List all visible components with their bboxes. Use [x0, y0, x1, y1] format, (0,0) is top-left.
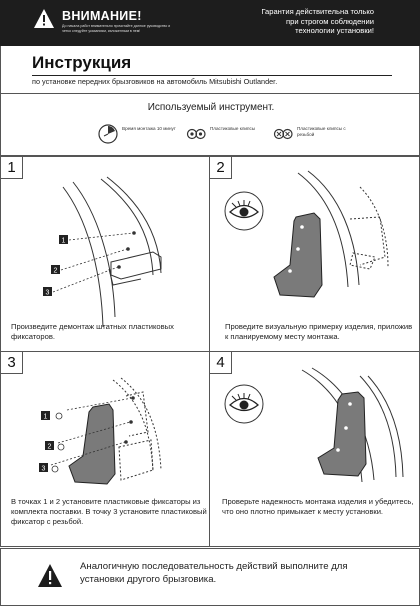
marker-2: 2 — [54, 268, 58, 275]
tool-label: Пластиковые клипсы — [210, 126, 256, 131]
step-4-illustration — [224, 367, 404, 483]
page-title: Инструкция — [32, 53, 132, 72]
step-caption: В точках 1 и 2 установите пластиковые фи… — [11, 497, 207, 526]
eye-icon — [228, 200, 260, 219]
warning-subtext: До начала работ внимательно прочитайте д… — [62, 24, 171, 33]
footer-note-section: Аналогичную последовательность действий … — [0, 548, 420, 606]
page-subtitle: по установке передних брызговиков на авт… — [32, 77, 278, 86]
step-caption: Проверьте надежность монтажа изделия и у… — [222, 497, 414, 516]
guarantee-text: Гарантия действительна только при строго… — [261, 7, 374, 36]
step-caption: Произведите демонтаж штатных пластиковых… — [11, 322, 174, 341]
tools-section: Используемый инструмент. Время монтажа 1… — [0, 94, 420, 156]
step-panel-1: 1 1 2 3 Произведите демонтаж штатных пла… — [0, 156, 210, 352]
marker-3: 3 — [46, 290, 50, 297]
plastic-clips-icon — [186, 128, 206, 140]
step-panel-3: 3 1 2 3 В точках 1 и 2 установите пласти… — [0, 351, 210, 547]
step-number: 1 — [1, 157, 23, 179]
step-number: 2 — [210, 157, 232, 179]
marker-1: 1 — [62, 238, 66, 245]
warning-icon — [34, 9, 54, 28]
step-number: 4 — [210, 352, 232, 374]
step-number: 3 — [1, 352, 23, 374]
tools-title: Используемый инструмент. — [147, 102, 275, 113]
warning-title: ВНИМАНИЕ! — [62, 9, 142, 23]
threaded-clips-icon — [273, 128, 293, 140]
footer-note: Аналогичную последовательность действий … — [80, 561, 348, 585]
warning-icon — [38, 564, 62, 587]
tool-label: Время монтажа 10 минут — [122, 126, 176, 131]
step-panel-2: 2 Проведите визуальную примерку изделия,… — [209, 156, 420, 352]
warning-header: ВНИМАНИЕ! До начала работ внимательно пр… — [0, 0, 420, 46]
step-3-illustration: 1 2 3 — [39, 377, 162, 485]
step-2-illustration — [224, 170, 389, 298]
eye-icon — [228, 393, 260, 412]
marker-3: 3 — [42, 466, 46, 473]
marker-1: 1 — [44, 414, 48, 421]
tool-label: Пластиковые клипсы с резьбой — [297, 126, 346, 137]
clock-icon — [98, 124, 118, 144]
step-1-illustration: 1 2 3 — [43, 176, 162, 328]
step-caption: Проведите визуальную примерку изделия, п… — [225, 322, 413, 341]
title-section: Инструкция по установке передних брызгов… — [0, 46, 420, 94]
title-underline — [32, 75, 392, 76]
step-panel-4: 4 Проверьте надежность монтажа изделия и… — [209, 351, 420, 547]
marker-2: 2 — [48, 444, 52, 451]
